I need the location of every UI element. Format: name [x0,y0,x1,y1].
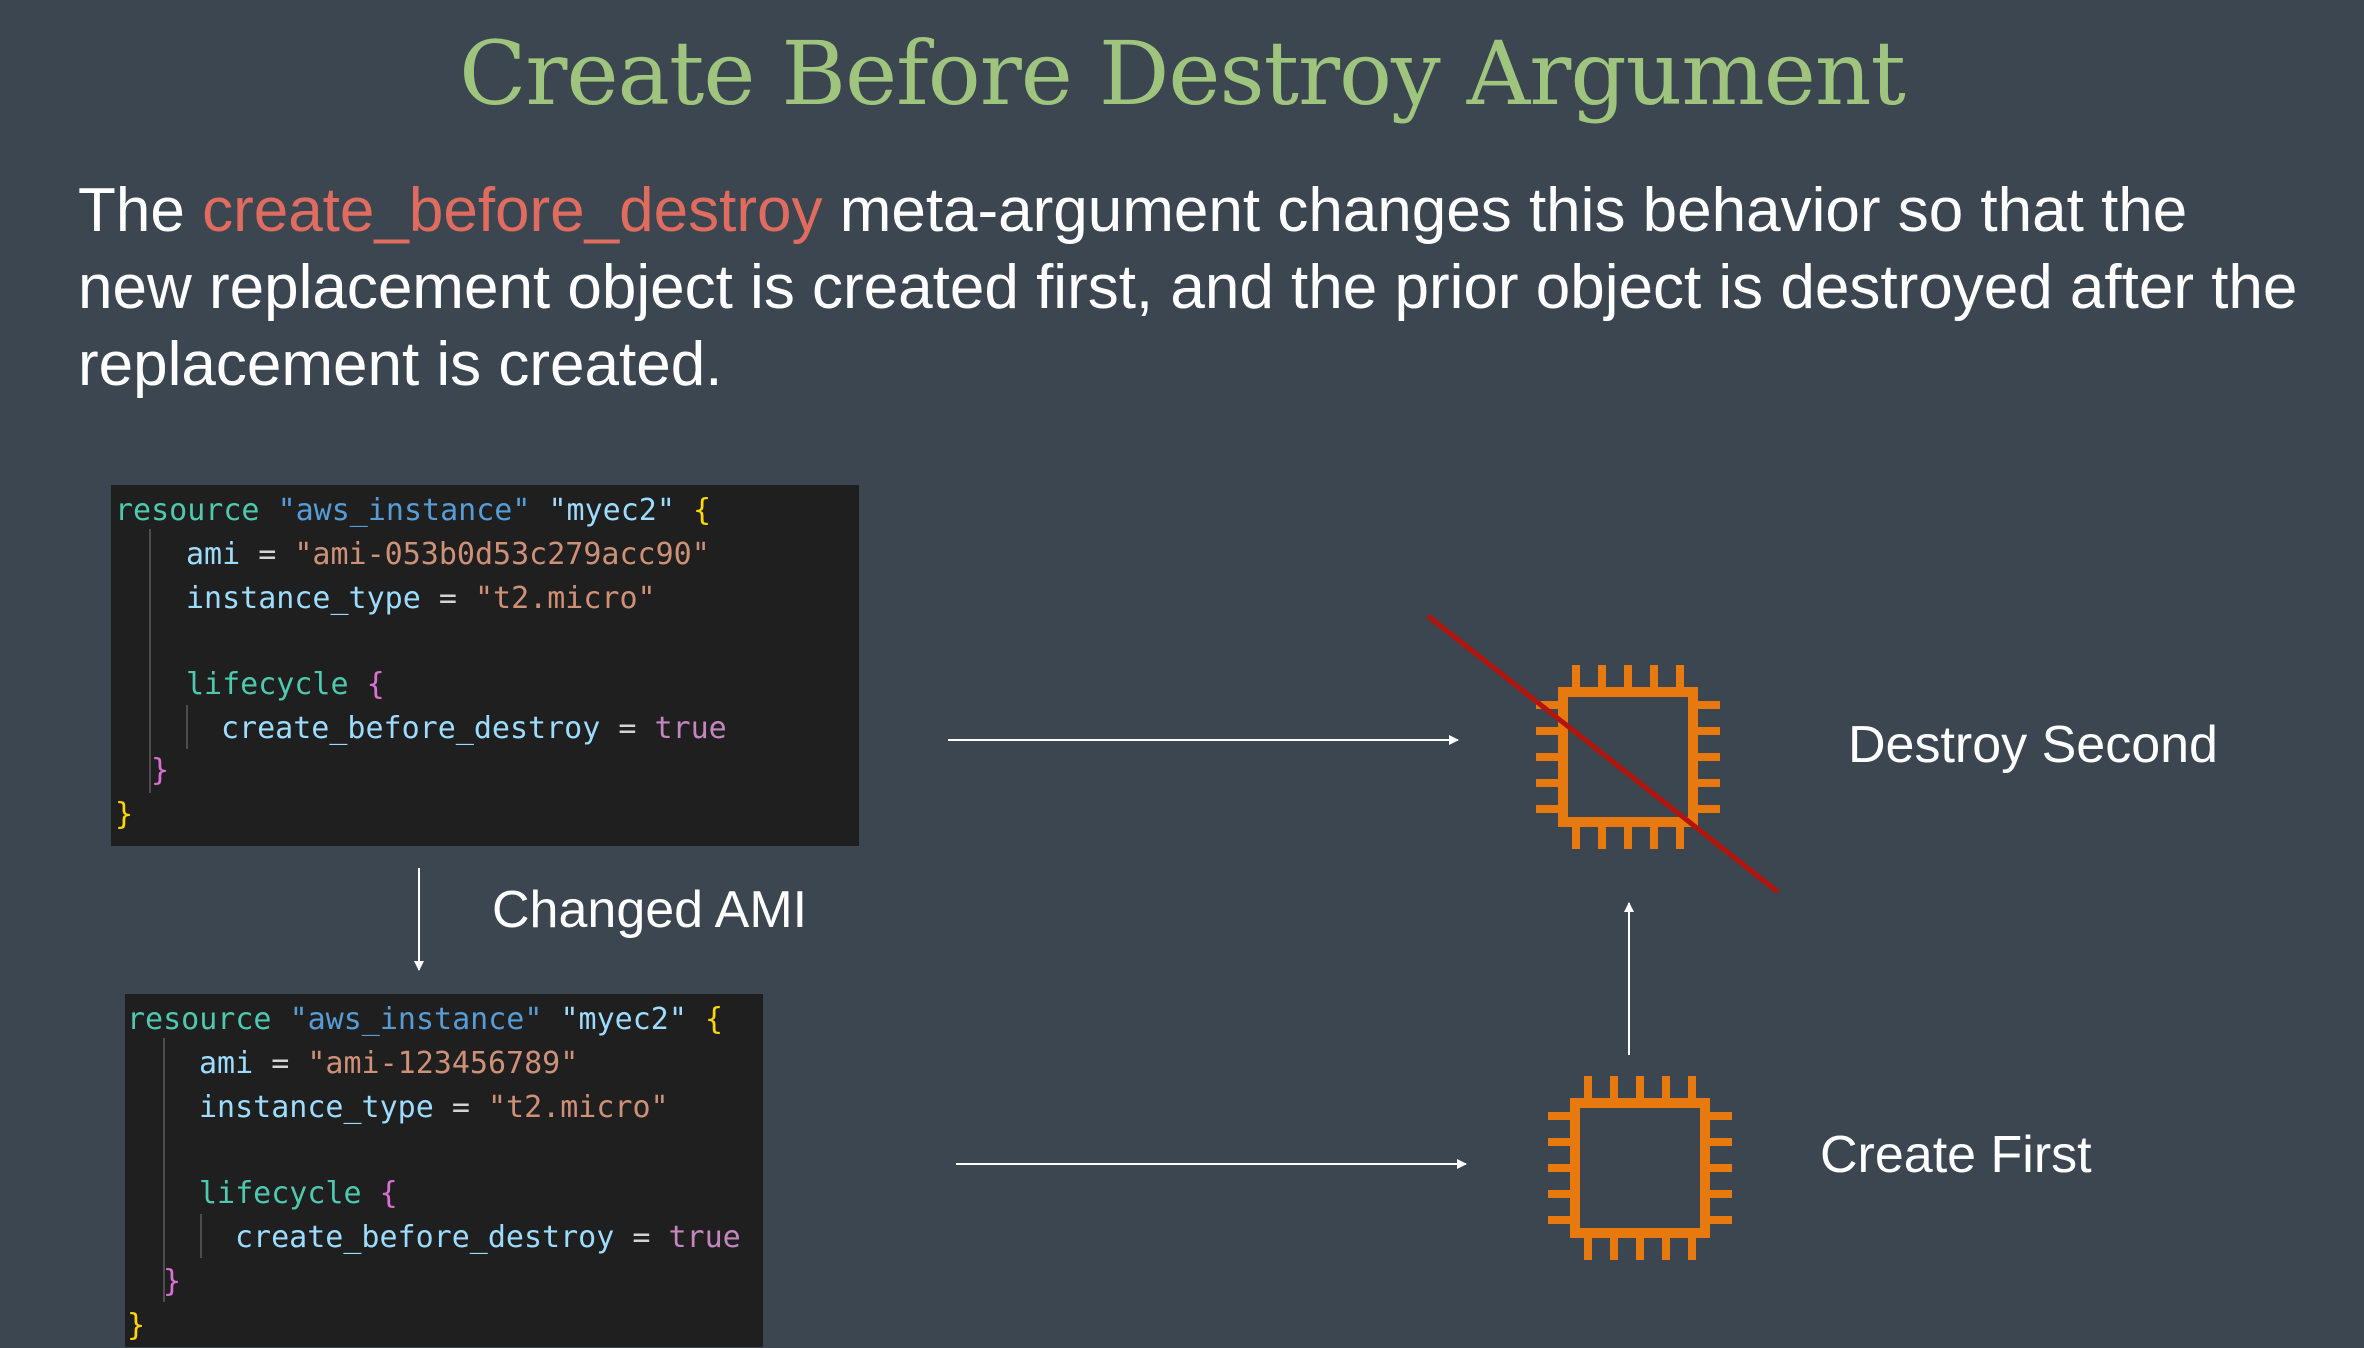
code-line-resource: resource "aws_instance" "myec2" { [127,1002,724,1037]
indent-guide [186,705,188,749]
code-line-ami: ami = "ami-123456789" [199,1046,579,1081]
code-line-resource: resource "aws_instance" "myec2" { [115,493,712,528]
strike-line [1426,614,1780,894]
intro-paragraph: The create_before_destroy meta-argument … [78,172,2318,403]
indent-guide [163,1038,165,1302]
indent-guide [149,529,151,793]
code-line-cbd: create_before_destroy = true [221,711,727,746]
intro-prefix: The [78,176,203,245]
code-block-original: resource "aws_instance" "myec2" { ami = … [111,485,859,846]
new-instance-chip-icon [1548,1076,1732,1260]
code-block-changed: resource "aws_instance" "myec2" { ami = … [125,994,763,1347]
code-line-instance-type: instance_type = "t2.micro" [186,581,656,616]
slide-title: Create Before Destroy Argument [459,22,1906,125]
create-first-label: Create First [1820,1126,2092,1184]
code-line-ami: ami = "ami-053b0d53c279acc90" [186,537,710,572]
destroy-second-label: Destroy Second [1848,716,2218,774]
code-line-instance-type: instance_type = "t2.micro" [199,1090,669,1125]
intro-suffix: meta-argument changes this behavior so t… [78,176,2298,399]
intro-keyword: create_before_destroy [202,176,823,245]
code-line-close: } [115,797,134,832]
code-line-lifecycle-close: } [151,753,170,788]
indent-guide [200,1214,202,1258]
code-line-lifecycle: lifecycle { [199,1176,398,1211]
code-line-lifecycle: lifecycle { [186,667,385,702]
changed-ami-label: Changed AMI [492,881,808,939]
code-line-cbd: create_before_destroy = true [235,1220,741,1255]
code-line-lifecycle-close: } [163,1264,182,1299]
code-line-close: } [127,1308,146,1343]
